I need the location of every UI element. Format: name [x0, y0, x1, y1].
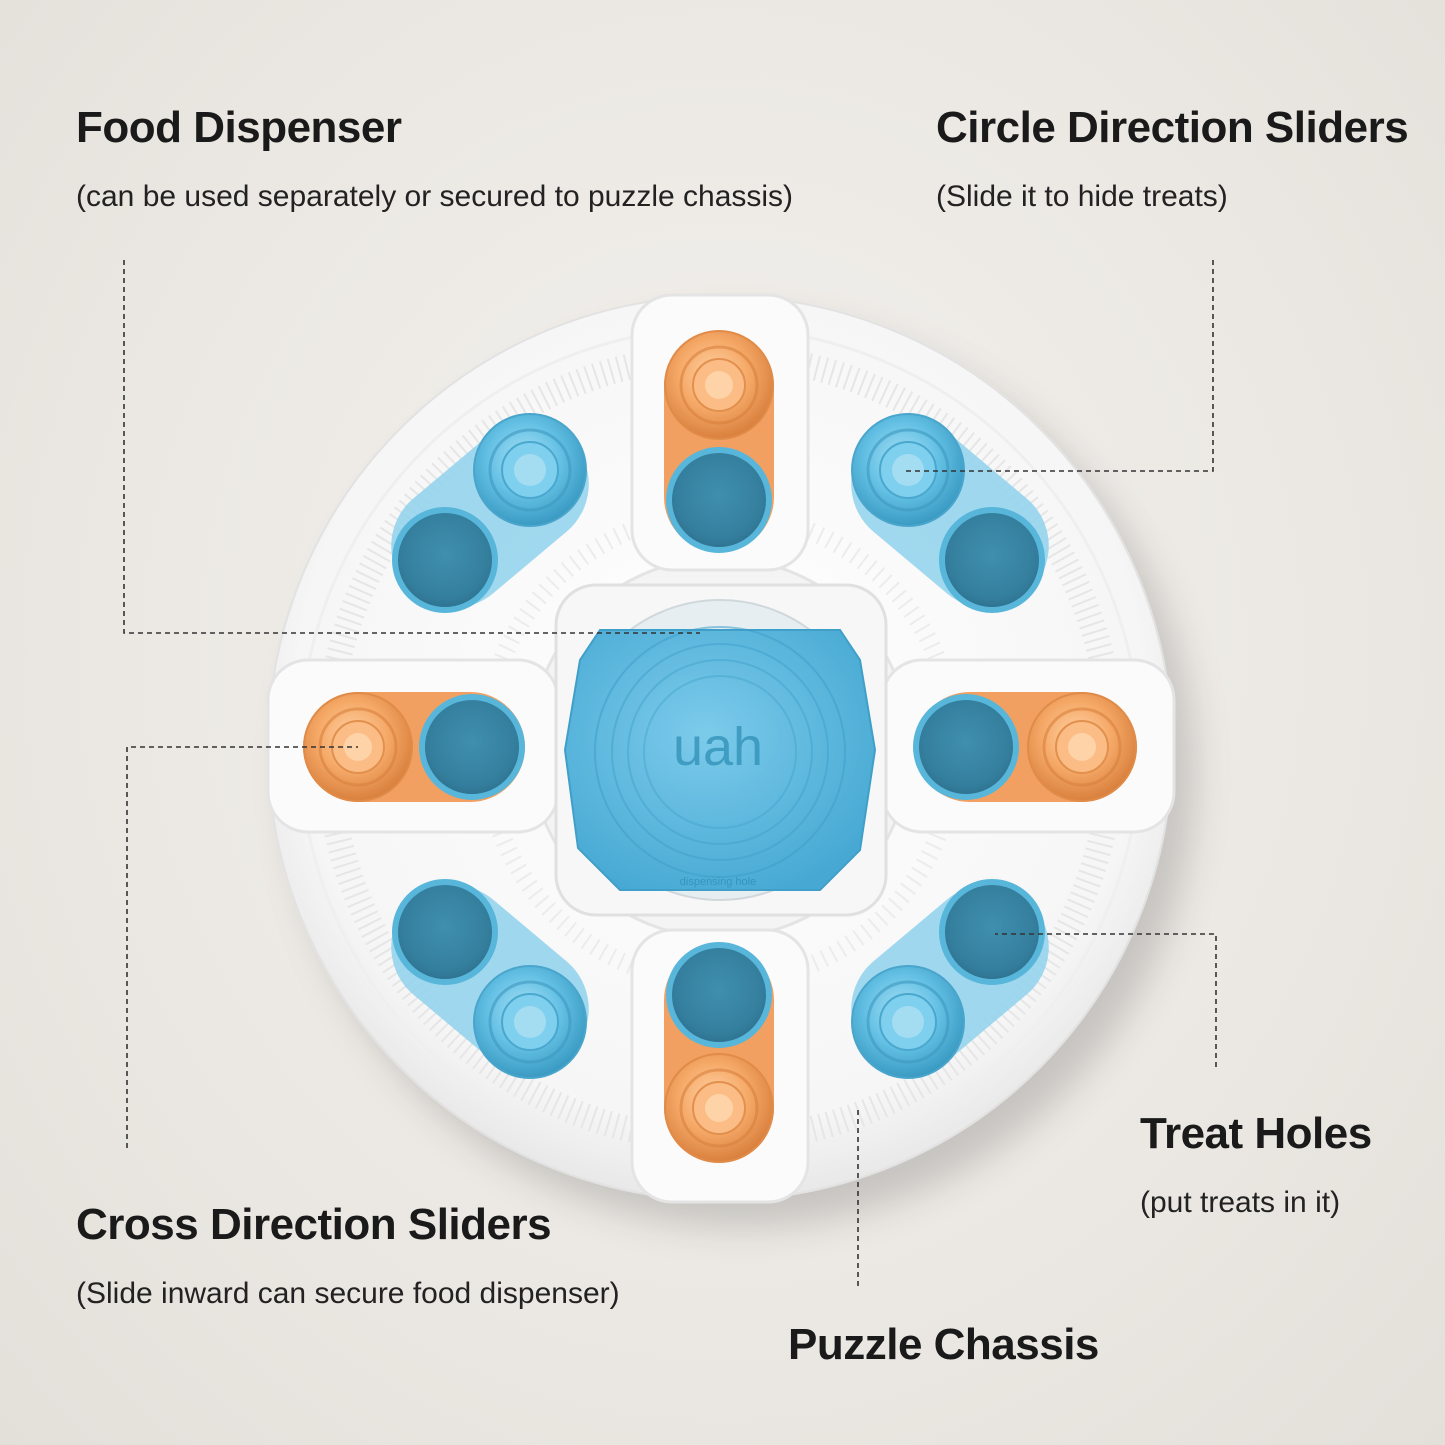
circle-sliders-subtitle: (Slide it to hide treats) — [936, 180, 1228, 213]
leader-cross-sliders — [126, 746, 358, 1148]
leader-treat-holes — [995, 933, 1217, 1067]
leader-lines — [123, 260, 1217, 1290]
circle-direction-slider-bottom-left[interactable] — [366, 860, 614, 1096]
cross-direction-slider-left[interactable] — [302, 691, 525, 803]
leader-circle-sliders — [905, 260, 1214, 472]
treat-holes-title: Treat Holes — [1140, 1109, 1372, 1158]
cross-direction-slider-bottom[interactable] — [663, 945, 775, 1164]
circle-direction-slider-top-left[interactable] — [366, 397, 614, 633]
food-dispenser[interactable]: uah dispensing hole — [554, 583, 888, 917]
circle-sliders-title: Circle Direction Sliders — [936, 103, 1409, 152]
puzzle-chassis-title: Puzzle Chassis — [788, 1320, 1099, 1369]
leader-food-dispenser — [123, 260, 700, 634]
cross-sliders-subtitle: (Slide inward can secure food dispenser) — [76, 1277, 620, 1310]
dispenser-hole-text: dispensing hole — [680, 876, 756, 888]
circle-direction-slider-bottom-right[interactable] — [826, 860, 1074, 1096]
dispenser-logo: uah — [673, 717, 763, 777]
food-dispenser-title: Food Dispenser — [76, 103, 402, 152]
cross-direction-slider-top[interactable] — [663, 329, 775, 552]
food-dispenser-subtitle: (can be used separately or secured to pu… — [76, 180, 794, 213]
cross-sliders-title: Cross Direction Sliders — [76, 1200, 552, 1249]
treat-holes-subtitle: (put treats in it) — [1140, 1186, 1341, 1219]
cross-direction-slider-right[interactable] — [915, 691, 1138, 803]
circle-direction-slider-top-right[interactable] — [826, 397, 1074, 633]
